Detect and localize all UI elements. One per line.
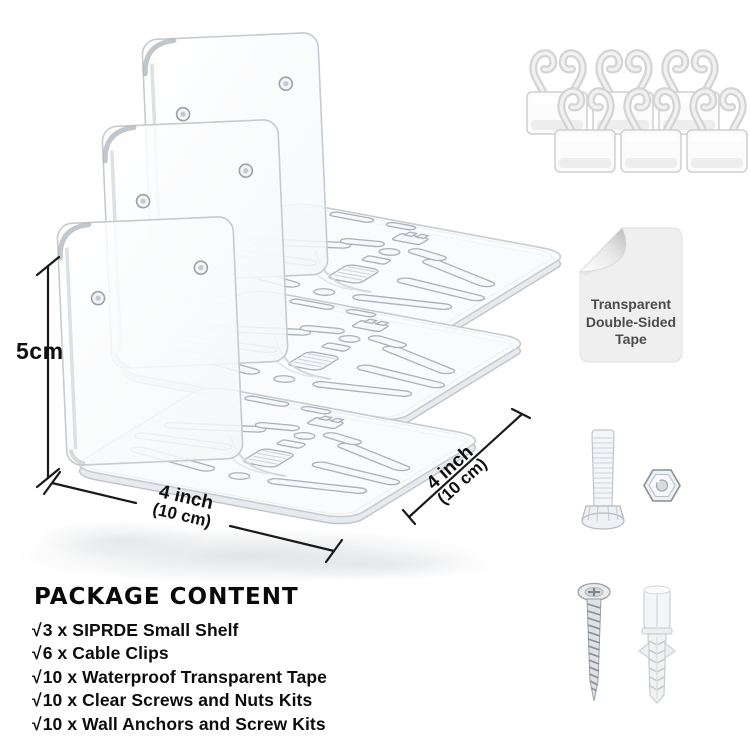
list-item: √6 x Cable Clips <box>32 642 452 665</box>
tape-label-line2: Double-Sided <box>585 313 677 330</box>
list-item-label: 10 x Waterproof Transparent Tape <box>42 666 327 687</box>
package-content-heading: PACKAGE CONTENT <box>34 584 299 610</box>
cable-clips <box>527 53 747 172</box>
check-icon: √ <box>32 620 42 640</box>
check-icon: √ <box>32 713 42 734</box>
height-dimension-label: 5cm <box>16 338 64 364</box>
package-content-section: PACKAGE CONTENT √3 x SIPRDE Small Shelf … <box>32 584 452 736</box>
tape-sheet <box>579 227 683 363</box>
clear-nut <box>643 469 681 502</box>
list-item-label: 6 x Cable Clips <box>42 643 169 664</box>
floor-reflection <box>15 520 500 584</box>
wall-anchor <box>638 585 676 704</box>
check-icon: √ <box>32 643 42 664</box>
metal-screw <box>577 582 611 702</box>
clear-screw-and-nut <box>581 429 681 530</box>
list-item: √10 x Clear Screws and Nuts Kits <box>32 689 452 712</box>
list-item-label: 10 x Clear Screws and Nuts Kits <box>42 690 313 711</box>
list-item-label: 10 x Wall Anchors and Screw Kits <box>42 713 326 734</box>
height-dimension-line <box>35 255 61 489</box>
list-item-label: 3 x SIPRDE Small Shelf <box>42 620 239 640</box>
list-item: √10 x Waterproof Transparent Tape <box>32 666 452 689</box>
tape-label-line3: Tape <box>615 331 647 347</box>
list-item: √3 x SIPRDE Small Shelf <box>32 619 452 642</box>
list-item: √10 x Wall Anchors and Screw Kits <box>32 713 452 736</box>
clear-screw <box>581 429 625 530</box>
check-icon: √ <box>32 666 42 687</box>
depth-dimension-line <box>401 407 532 526</box>
metal-screw-and-anchor <box>577 582 676 704</box>
check-icon: √ <box>32 690 42 711</box>
tape-label: Transparent Double-Sided Tape <box>578 296 684 349</box>
tape-label-line1: Transparent <box>590 296 672 312</box>
width-dimension-line <box>42 470 344 564</box>
